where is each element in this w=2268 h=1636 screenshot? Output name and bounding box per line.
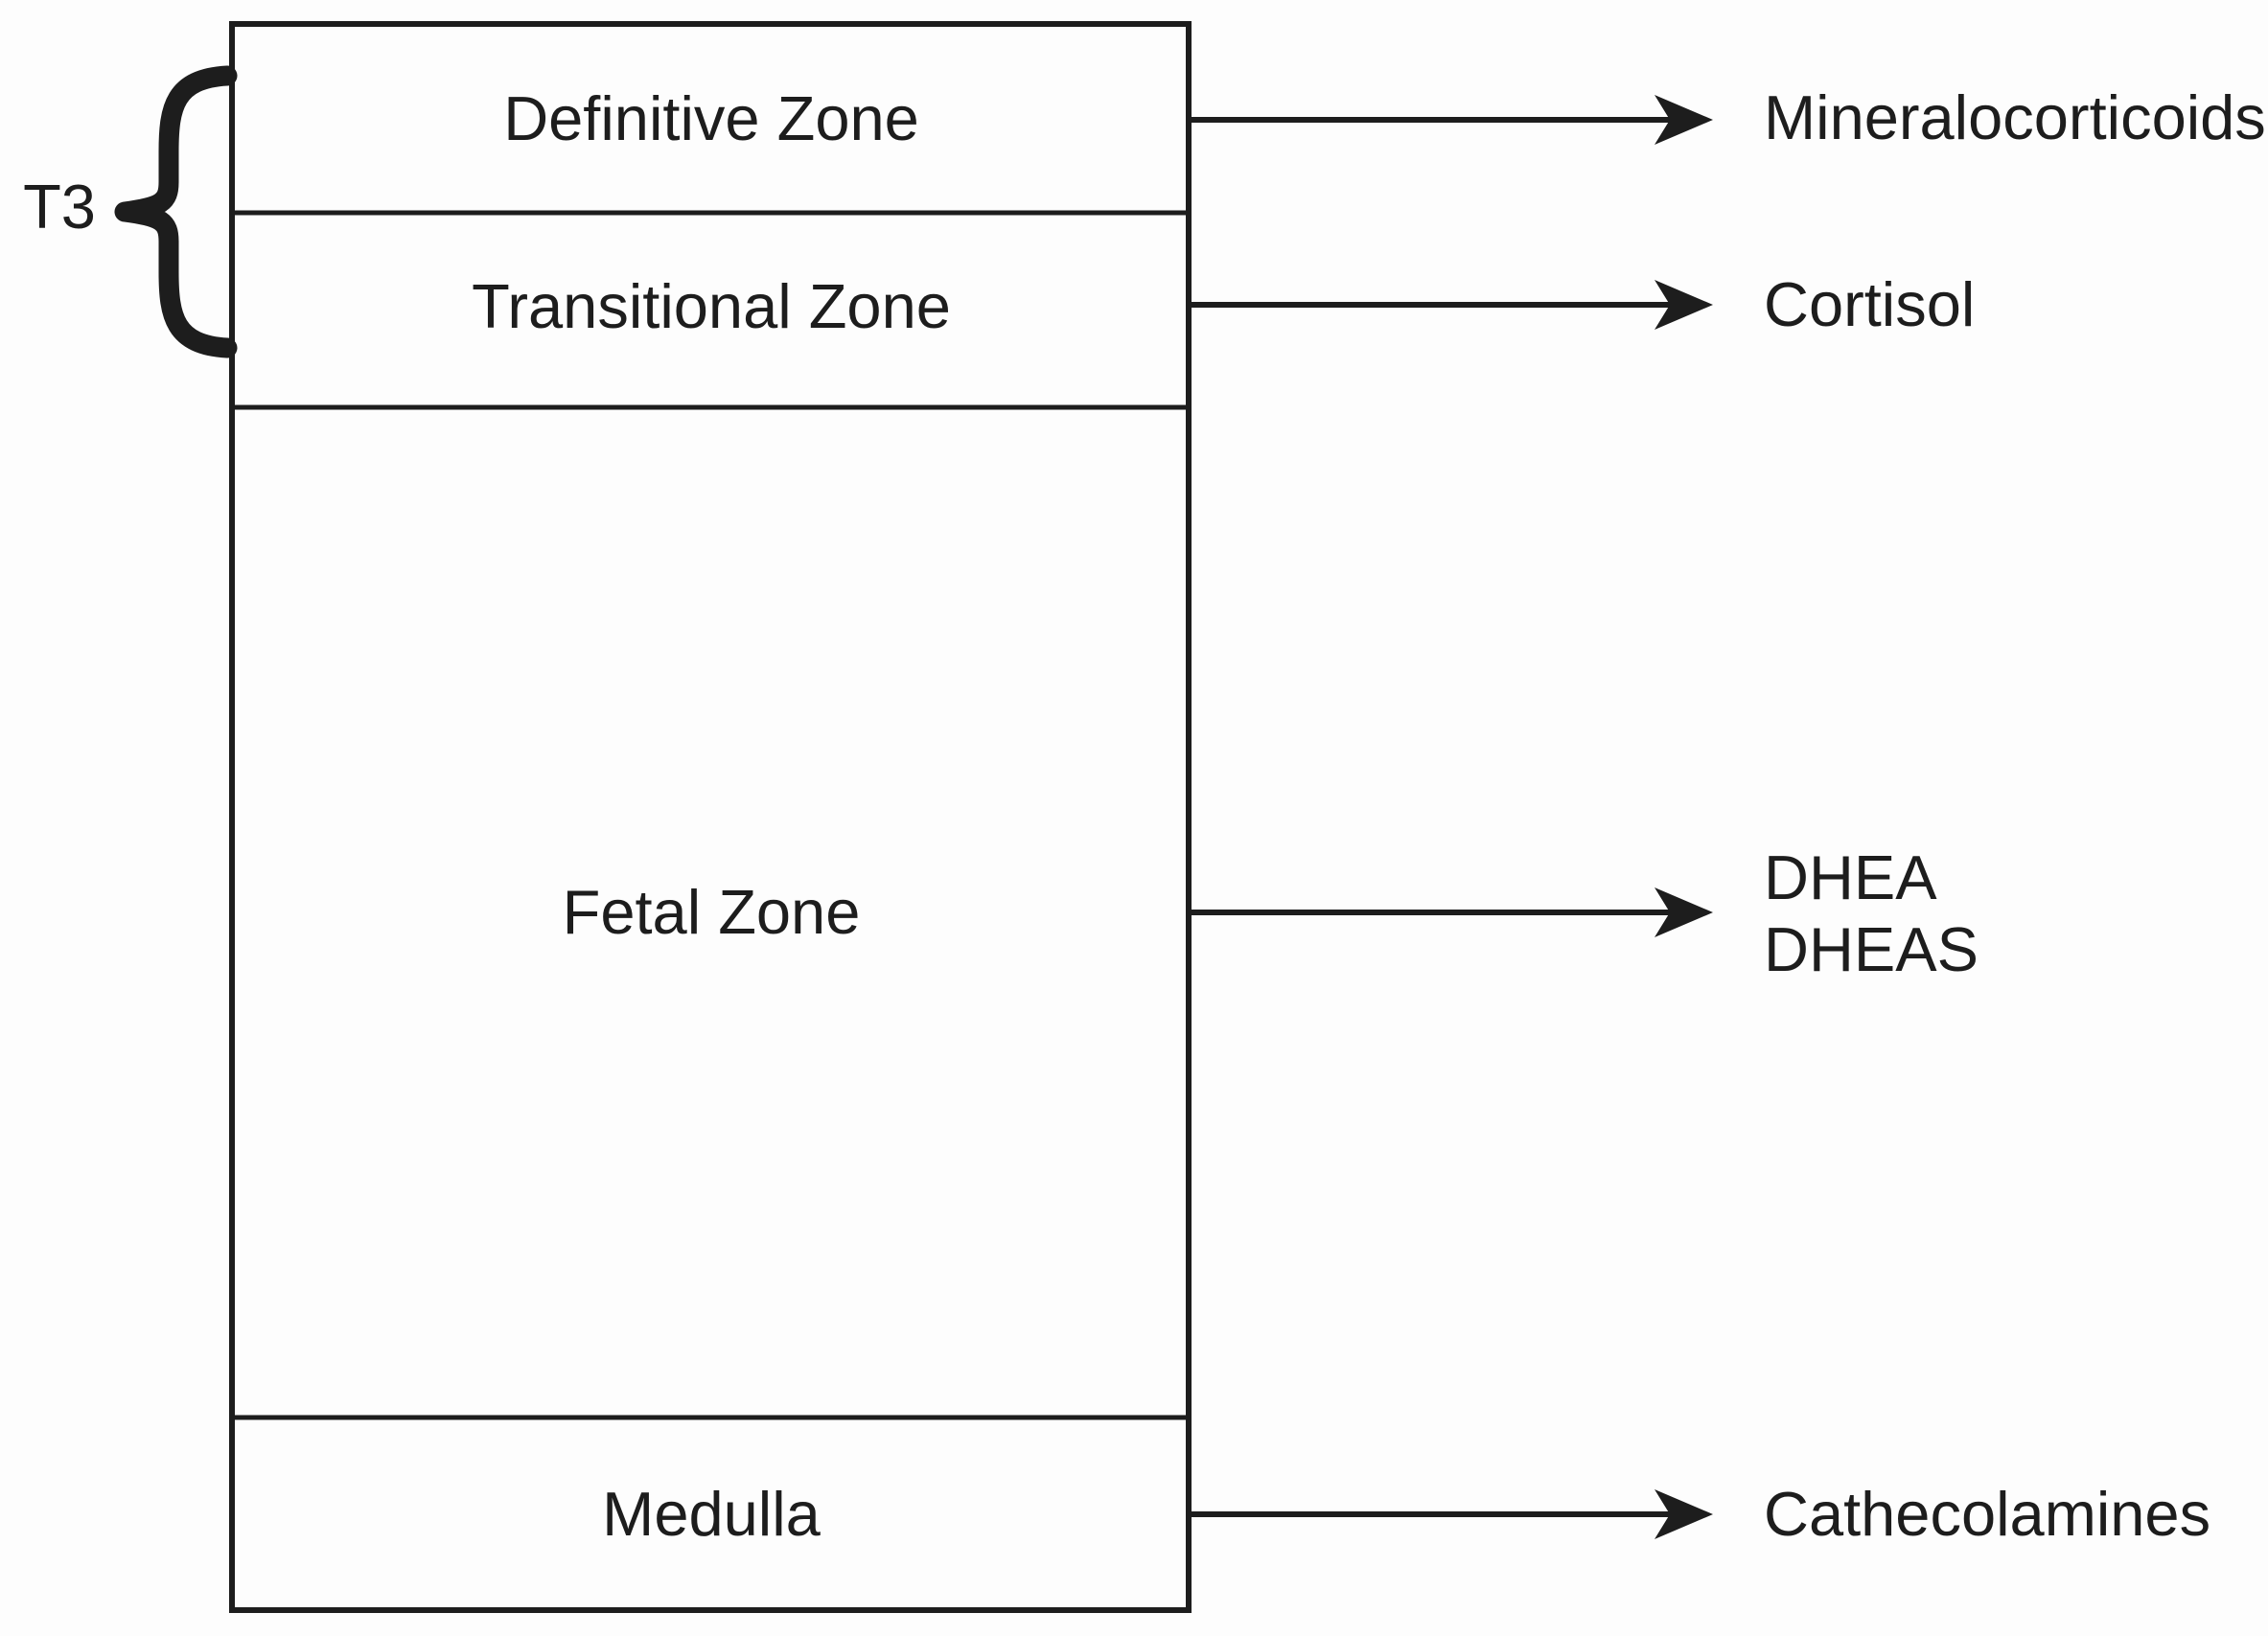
product-label-mineralocorticoids: Mineralocorticoids [1764, 82, 2266, 152]
product-label-cathecolamines: Cathecolamines [1764, 1479, 2210, 1549]
t3-bracket: T3 [23, 65, 238, 358]
arrow-transitional-to-cortisol [1192, 280, 1713, 330]
arrow-medulla-to-cathecolamines [1192, 1489, 1713, 1539]
zone-label-medulla: Medulla [602, 1479, 821, 1549]
product-label-dheas: DHEAS [1764, 914, 1979, 984]
arrowhead-icon [1655, 280, 1713, 330]
curly-brace-icon [114, 65, 238, 358]
product-label-cortisol: Cortisol [1764, 269, 1975, 339]
zone-label-fetal: Fetal Zone [563, 877, 861, 947]
zone-label-definitive: Definitive Zone [503, 83, 919, 153]
gland-outline [229, 21, 1192, 1613]
zone-label-transitional: Transitional Zone [472, 271, 951, 341]
t3-bracket-label: T3 [23, 172, 96, 242]
arrowhead-icon [1655, 95, 1713, 145]
arrow-definitive-to-mineralocorticoids [1192, 95, 1713, 145]
arrowhead-icon [1655, 887, 1713, 937]
product-label-dhea: DHEA [1764, 842, 1937, 912]
arrow-fetal-to-dhea [1192, 887, 1713, 937]
arrowhead-icon [1655, 1489, 1713, 1539]
